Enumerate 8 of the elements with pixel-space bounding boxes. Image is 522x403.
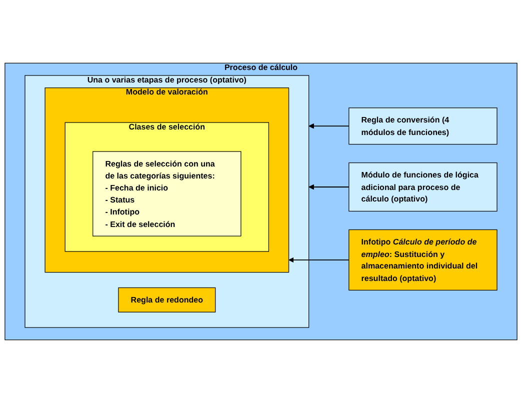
arrow <box>308 184 350 190</box>
node-box: Regla de redondeo <box>118 287 216 312</box>
node-box: Reglas de selección con una de las categorías siguientes: - Fecha de inicio - Status - Infotipo - Exit de selección <box>92 151 242 236</box>
node-box: Módulo de funciones de lógica adicional para proceso de cálculo (optativo) <box>348 162 498 212</box>
node-box: Infotipo Cálculo de período de empleo: Sustitución y almacenamiento individual del resultado (optativo) <box>348 229 498 290</box>
node-box: Regla de conversión (4 módulos de funciones) <box>348 108 498 145</box>
arrow <box>288 257 350 263</box>
arrow <box>308 123 350 129</box>
